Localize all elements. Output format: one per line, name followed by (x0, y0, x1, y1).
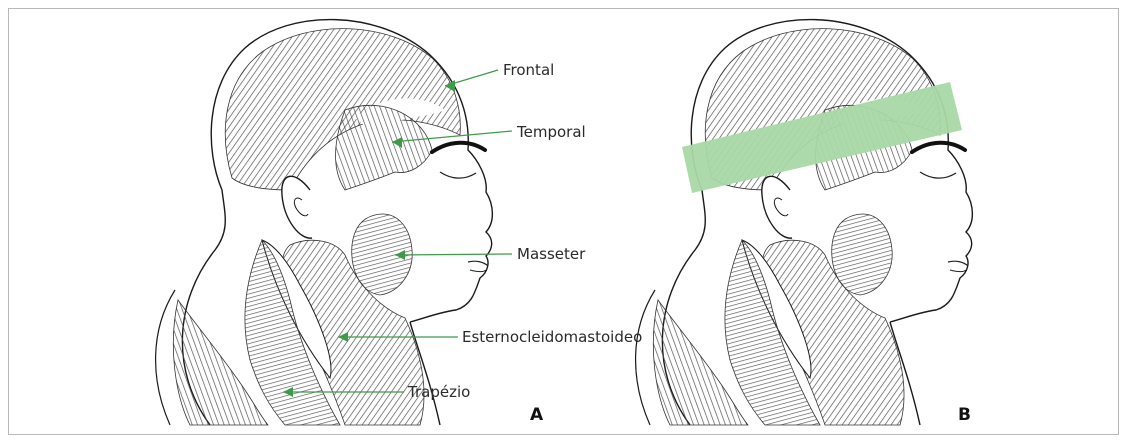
label-masseter: Masseter (517, 245, 586, 263)
label-temporal: Temporal (516, 123, 586, 141)
label-sternocleidomastoid: Esternocleidomastoideo (462, 328, 642, 346)
label-frontal: Frontal (503, 61, 554, 79)
panel-letter-a: A (530, 405, 544, 425)
panel-letter-b: B (958, 405, 971, 425)
label-trapezius: Trapézio (407, 383, 470, 401)
panel-a: Frontal Temporal Masseter Esternocleidom… (156, 20, 643, 425)
panel-b: B (636, 20, 973, 425)
